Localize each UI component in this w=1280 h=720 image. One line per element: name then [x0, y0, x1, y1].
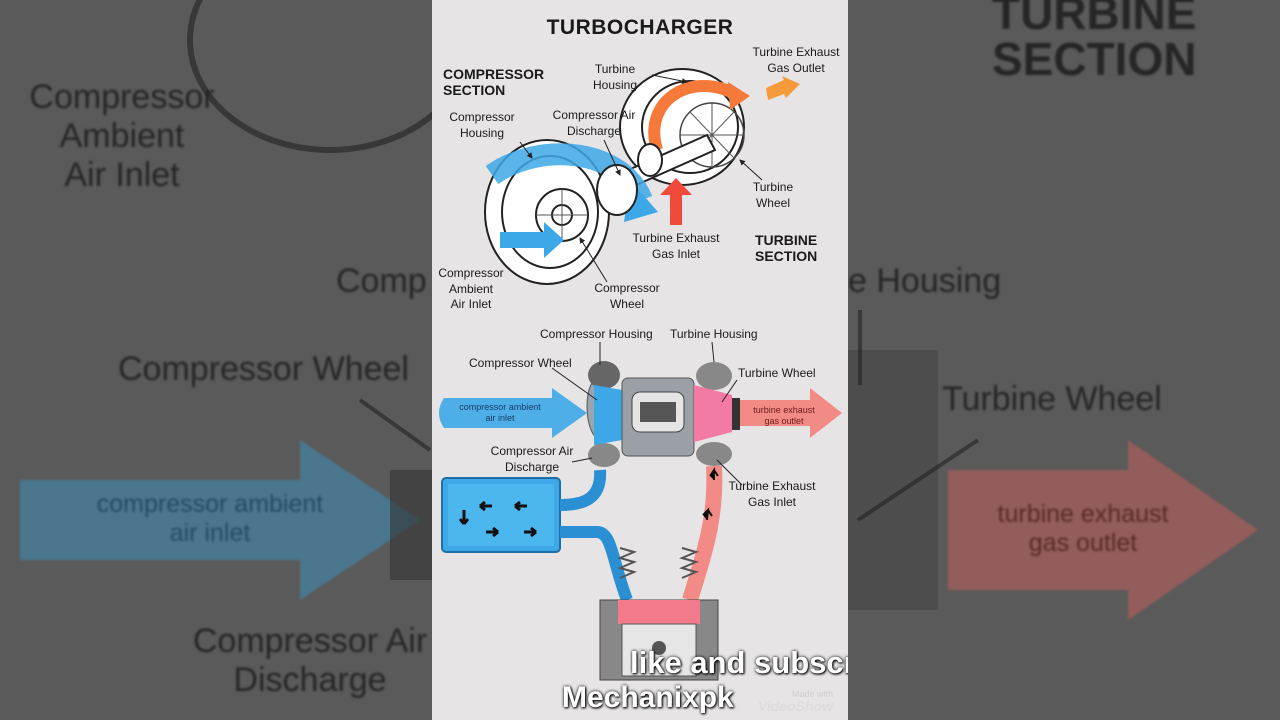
right-background-panel: TURBINE SECTION e Housing Turbine Wheel … — [848, 0, 1280, 720]
bottom-leader-lines — [551, 341, 743, 486]
bg-compressor-ambient-label: Compressor Ambient Air Inlet — [29, 78, 215, 195]
subscribe-caption: like and subscrib — [630, 645, 848, 680]
top-compressor-ambient-label: Compressor Ambient Air Inlet — [438, 266, 504, 312]
engine-cylinder — [599, 547, 719, 681]
bottom-ambient-air-arrow — [439, 388, 587, 438]
top-compressor-housing-label: Compressor Housing — [449, 110, 515, 140]
compressor-section-heading: COMPRESSOR SECTION — [443, 66, 545, 99]
top-exhaust-inlet-arrow — [660, 178, 692, 225]
top-turbine-exhaust-inlet-label: Turbine Exhaust Gas Inlet — [632, 231, 720, 261]
top-compressor-wheel-label: Compressor Wheel — [594, 281, 660, 311]
right-background-art — [848, 310, 1258, 620]
top-leader-lines — [519, 74, 763, 283]
bottom-ambient-arrow-label: compressor ambient air inlet — [459, 402, 541, 423]
bottom-exhaust-outlet-arrow — [740, 388, 842, 438]
bg-compressor-partial-label: Comp — [336, 262, 427, 300]
left-background-art — [20, 0, 432, 600]
bg-exhaust-arrow-label: turbine exhaust gas outlet — [997, 500, 1169, 557]
channel-name: Mechanixpk — [562, 681, 734, 714]
bottom-turbine-housing-label: Turbine Housing — [670, 327, 758, 341]
bg-turbine-section-label: TURBINE SECTION — [992, 0, 1197, 85]
bottom-turbine-exhaust-inlet-label: Turbine Exhaust Gas Inlet — [728, 479, 816, 509]
videoshow-watermark: VideoShow — [758, 698, 833, 714]
top-turbine-exhaust-outlet-label: Turbine Exhaust Gas Outlet — [752, 45, 840, 75]
top-turbine-wheel-label: Turbine Wheel — [752, 180, 794, 210]
bottom-exhaust-arrow-label: turbine exhaust gas outlet — [753, 405, 815, 426]
intake-pipe — [560, 526, 633, 603]
left-background-panel: Compressor Ambient Air Inlet Comp Compre… — [0, 0, 432, 720]
bg-compressor-discharge-label: Compressor Air Discharge — [192, 622, 428, 700]
top-shaft — [615, 133, 717, 192]
turbocharger-diagram — [439, 68, 842, 681]
bottom-compressor-discharge-label: Compressor Air Discharge — [490, 444, 574, 474]
top-exhaust-outlet-arrow — [766, 76, 800, 100]
bottom-turbine-assembly — [694, 362, 740, 466]
bg-housing-partial-label: e Housing — [848, 262, 1002, 300]
top-turbine-housing-label: Turbine Housing — [592, 62, 638, 92]
bottom-compressor-wheel-label: Compressor Wheel — [469, 356, 572, 370]
bg-turbine-wheel-label: Turbine Wheel — [942, 380, 1162, 418]
turbocharger-diagram-panel: TURBOCHARGER COMPRESSOR SECTION TURBINE … — [432, 0, 848, 720]
bottom-compressor-housing-label: Compressor Housing — [540, 327, 653, 341]
watermark-small-text: Made with — [792, 689, 834, 699]
bottom-center-housing — [621, 377, 695, 457]
bg-compressor-wheel-label: Compressor Wheel — [118, 350, 409, 388]
top-compressor-housing — [484, 139, 658, 285]
bottom-compressor-assembly — [586, 361, 622, 467]
top-compressor-air-discharge-label: Compressor Air Discharge — [552, 108, 636, 138]
diagram-title: TURBOCHARGER — [546, 16, 734, 39]
intercooler — [441, 477, 561, 553]
discharge-pipe — [559, 469, 607, 511]
exhaust-pipe — [682, 465, 723, 603]
bg-ambient-arrow-label: compressor ambient air inlet — [96, 490, 324, 547]
bottom-turbine-wheel-label: Turbine Wheel — [738, 366, 816, 380]
turbine-section-heading: TURBINE SECTION — [755, 232, 818, 265]
